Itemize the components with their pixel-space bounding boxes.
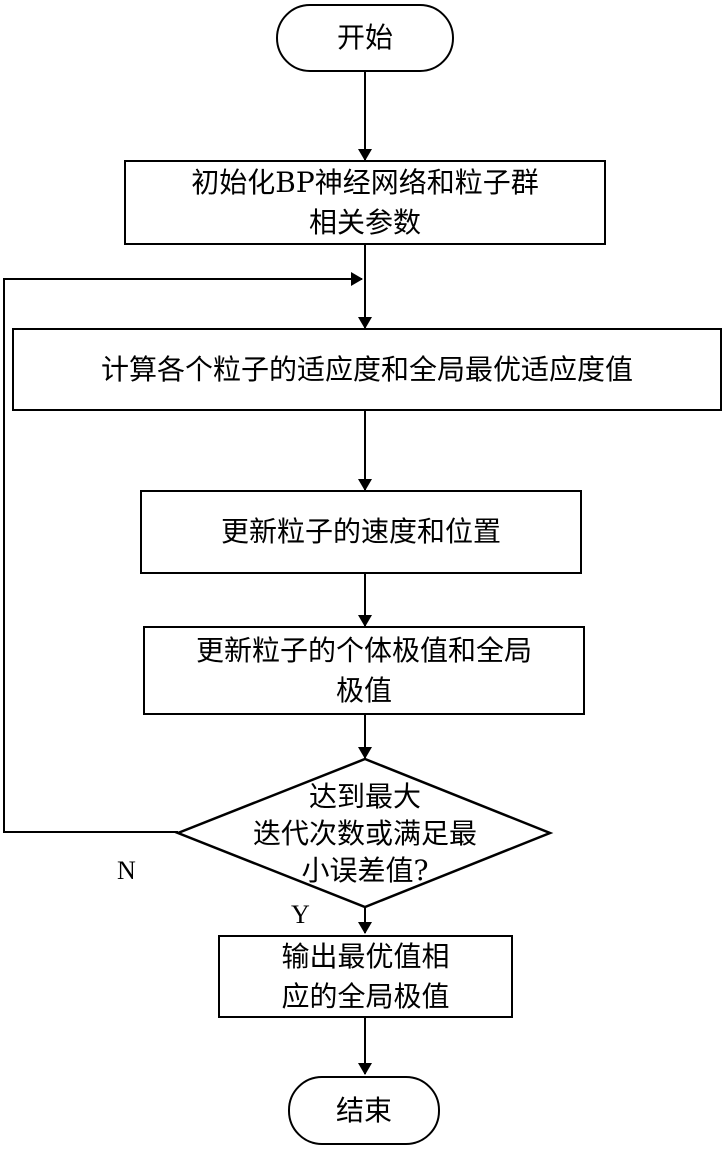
decision-label-line-3: 小误差值? — [301, 853, 429, 887]
fitness-label: 计算各个粒子的适应度和全局最优适应度值 — [100, 352, 633, 386]
update-velocity-label: 更新粒子的速度和位置 — [220, 515, 501, 548]
end-label: 结束 — [335, 1093, 392, 1127]
output-process: 输出最优值相 应的全局极值 — [218, 935, 513, 1018]
update-extremum-label-line-2: 极值 — [335, 673, 392, 707]
init-label-line-1: 初始化BP神经网络和粒子群 — [191, 165, 539, 199]
loop-back-path — [3, 272, 363, 833]
init-process: 初始化BP神经网络和粒子群 相关参数 — [124, 160, 606, 245]
output-label-line-2: 应的全局极值 — [281, 979, 450, 1013]
yes-label: Y — [291, 900, 310, 929]
decision-label-line-2: 迭代次数或满足最 — [252, 816, 477, 850]
start-label: 开始 — [336, 21, 393, 54]
end-terminal: 结束 — [288, 1076, 440, 1145]
decision-label: 达到最大 迭代次数或满足最 小误差值? — [210, 772, 520, 894]
decision-diamond — [174, 757, 554, 909]
update-extremum-label-line-1: 更新粒子的个体极值和全局 — [195, 633, 532, 667]
no-label: N — [117, 856, 136, 885]
decision-label-line-1: 达到最大 — [308, 779, 421, 813]
start-terminal: 开始 — [276, 4, 454, 72]
fitness-process: 计算各个粒子的适应度和全局最优适应度值 — [12, 328, 722, 411]
output-label-line-1: 输出最优值相 — [281, 939, 450, 973]
init-label-line-2: 相关参数 — [308, 205, 421, 239]
update-velocity-process: 更新粒子的速度和位置 — [140, 490, 582, 574]
update-extremum-process: 更新粒子的个体极值和全局 极值 — [143, 626, 585, 715]
